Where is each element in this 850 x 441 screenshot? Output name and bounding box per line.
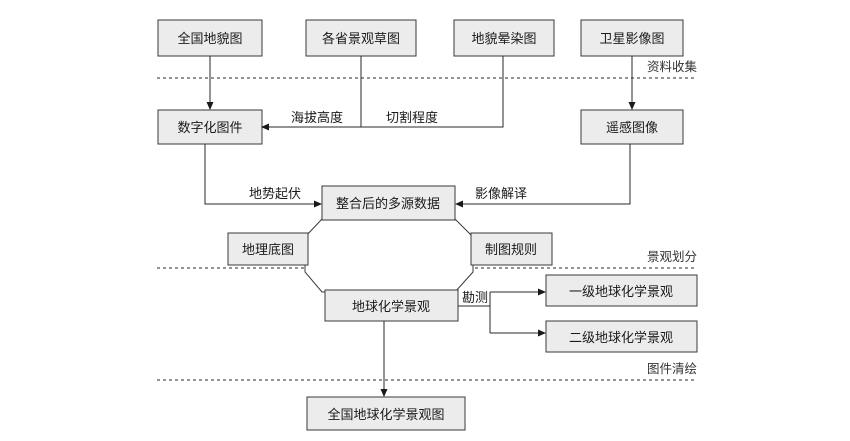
box-remote-sensing-image-label: 遥感图像: [606, 120, 658, 136]
box-level1-landscape-label: 一级地球化学景观: [569, 284, 673, 300]
box-mapping-rules: 制图规则: [470, 232, 553, 266]
box-geochem-landscape: 地球化学景观: [324, 289, 459, 322]
box-level1-landscape: 一级地球化学景观: [545, 274, 698, 307]
box-provincial-landscape-sketch-label: 各省景观草图: [322, 31, 400, 47]
box-landform-shading-map: 地貌晕染图: [453, 19, 555, 57]
section-label-map-drawing: 图件清绘: [647, 361, 697, 376]
integration-octagon: [304, 218, 474, 293]
edge-label-survey: 勘测: [462, 291, 488, 306]
box-national-landform-map-label: 全国地貌图: [177, 31, 242, 47]
section-label-landscape-division: 景观划分: [647, 249, 697, 264]
arrow-shading-to-digitized: [261, 56, 504, 131]
edge-label-terrain-relief: 地势起伏: [249, 186, 301, 202]
box-provincial-landscape-sketch: 各省景观草图: [305, 19, 417, 57]
box-mapping-rules-label: 制图规则: [485, 243, 537, 258]
edge-label-image-interpretation: 影像解译: [475, 187, 527, 202]
arrow-rs-to-integrated: [455, 144, 631, 208]
section-label-data-collection: 资料收集: [647, 59, 698, 74]
box-national-landform-map: 全国地貌图: [157, 19, 263, 57]
box-satellite-image-label: 卫星影像图: [599, 32, 664, 47]
box-national-map-label: 全国地球化学景观图: [327, 407, 444, 423]
box-geographic-base-map-label: 地理底图: [242, 242, 294, 258]
edge-label-elevation: 海拔高度: [291, 110, 343, 126]
box-satellite-image: 卫星影像图: [580, 19, 684, 57]
box-national-map: 全国地球化学景观图: [306, 396, 466, 431]
box-level2-landscape: 二级地球化学景观: [545, 320, 698, 353]
box-geochem-landscape-label: 地球化学景观: [352, 299, 430, 315]
box-landform-shading-map-label: 地貌晕染图: [471, 32, 536, 47]
box-level2-landscape-label: 二级地球化学景观: [569, 330, 673, 346]
box-digitized-map-label: 数字化图件: [177, 121, 242, 136]
box-integrated-data-label: 整合后的多源数据: [336, 196, 440, 212]
box-integrated-data: 整合后的多源数据: [321, 185, 456, 221]
box-digitized-map: 数字化图件: [157, 109, 263, 145]
edge-label-cutting-degree: 切割程度: [386, 110, 438, 126]
box-geographic-base-map: 地理底图: [227, 232, 309, 266]
box-remote-sensing-image: 遥感图像: [580, 109, 684, 145]
arrow-digitized-to-integrated: [204, 144, 322, 208]
